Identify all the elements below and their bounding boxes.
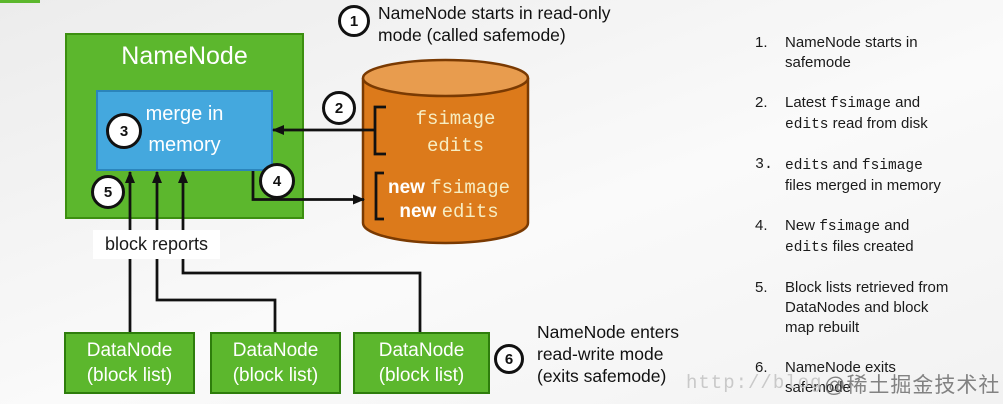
step-number: 2.	[755, 94, 768, 111]
step-text: Latest fsimage and edits read from disk	[785, 94, 928, 133]
step-circle-5: 5	[91, 175, 125, 209]
datanode-box-3: DataNode (block list)	[353, 332, 490, 394]
namenode-title: NameNode	[121, 42, 248, 70]
steps-summary-list: 1. NameNode starts in safemode 2. Latest…	[755, 33, 995, 404]
block-reports-label: block reports	[93, 230, 220, 259]
step-text: NameNode exits safemode	[785, 359, 896, 396]
bracket-fsimage-edits	[373, 105, 386, 156]
datanode-box-1: DataNode (block list)	[64, 332, 195, 394]
annotation-safemode-exit: NameNode enters read-write mode (exits s…	[537, 322, 680, 386]
slide-edge-decoration	[0, 0, 40, 3]
step-text: Block lists retrieved from DataNodes and…	[785, 279, 949, 336]
step-circle-3: 3	[106, 113, 142, 149]
step-circle-4: 4	[259, 163, 295, 199]
disk-files-label: fsimage edits	[415, 108, 496, 157]
bracket-new-files	[374, 171, 384, 221]
step-list-item: 3. edits and fsimage files merged in mem…	[755, 155, 995, 196]
step-list-item: 5. Block lists retrieved from DataNodes …	[755, 278, 995, 338]
arrow-new-files-created	[251, 171, 365, 205]
step-number: 5.	[755, 279, 768, 296]
merge-in-memory-label: merge in memory	[145, 103, 224, 156]
watermark-community: @稀土掘金技术社区	[824, 374, 1001, 397]
step-list-item: 2. Latest fsimage and edits read from di…	[755, 93, 995, 135]
step-circle-1: 1	[338, 5, 370, 37]
disk-new-files-label: new fsimage new edits	[376, 176, 522, 224]
disk-cylinder-shape	[361, 58, 530, 245]
step-list-item: 6. NameNode exits safemode	[755, 358, 995, 398]
disk-new-edits-line: new edits	[399, 201, 499, 223]
step-list-item: 1. NameNode starts in safemode	[755, 33, 995, 73]
annotation-safemode-start: NameNode starts in read-only mode (calle…	[378, 3, 611, 45]
step-number: 4.	[755, 217, 768, 234]
arrow-block-report-3	[178, 171, 422, 332]
datanode-box-2: DataNode (block list)	[210, 332, 341, 394]
step-text: NameNode starts in safemode	[785, 34, 918, 71]
step-circle-2: 2	[322, 91, 356, 125]
step-number: 6.	[755, 359, 768, 376]
step-circle-6: 6	[494, 344, 524, 374]
watermark-url: http://blog	[686, 372, 823, 394]
step-list-item: 4. New fsimage and edits files created	[755, 216, 995, 258]
step-number: 3.	[755, 156, 774, 173]
disk-new-fsimage-line: new fsimage	[387, 177, 511, 199]
step-text: New fsimage and edits files created	[785, 217, 914, 256]
step-text: edits and fsimage files merged in memory	[785, 156, 941, 194]
step-number: 1.	[755, 34, 768, 51]
